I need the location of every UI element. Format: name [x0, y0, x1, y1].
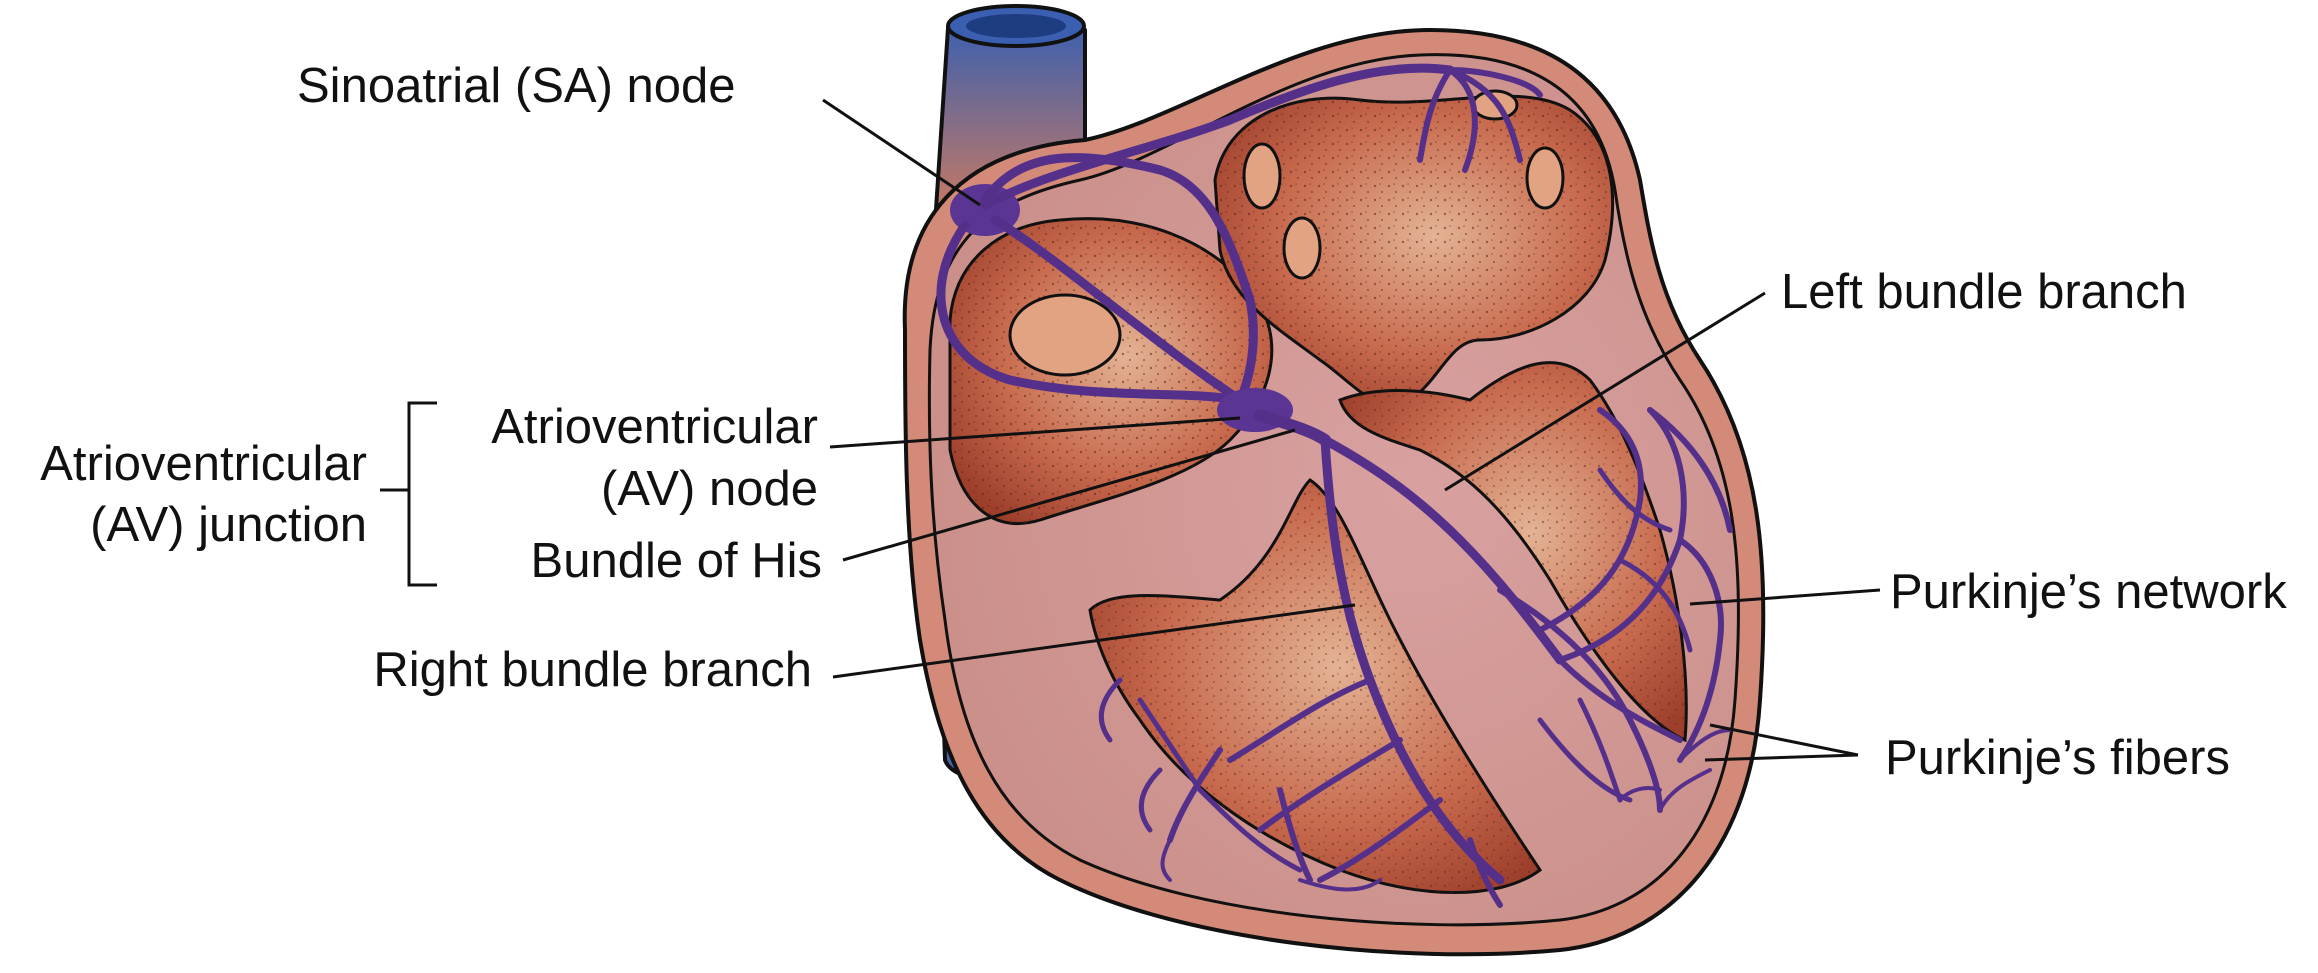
internodal-pathway-posterior	[936, 220, 1245, 405]
coronary-sinus-opening	[1008, 293, 1122, 377]
leader-lines	[380, 98, 1881, 762]
leader-sa-node	[822, 98, 981, 207]
leader-bundle-of-his	[842, 428, 1296, 562]
internodal-pathway-anterior	[980, 63, 1455, 210]
labels: Sinoatrial (SA) node Left bundle branch …	[40, 59, 2287, 785]
leader-right-bundle-branch	[832, 603, 1356, 679]
pulmonary-vein-opening-1	[1242, 142, 1282, 210]
label-av-junction-line1: Atrioventricular	[40, 437, 367, 491]
heart-body	[902, 4, 1766, 957]
label-bundle-of-his: Bundle of His	[531, 534, 822, 588]
leader-purkinje-network	[1689, 588, 1881, 606]
leader-purkinje-fibers-lower	[1704, 753, 1859, 762]
leader-purkinje-fibers-upper	[1709, 723, 1859, 757]
label-sa-node: Sinoatrial (SA) node	[297, 59, 736, 113]
purkinje-network-left	[1497, 407, 1733, 813]
internodal-pathway-middle	[990, 215, 1245, 405]
pulmonary-vein-opening-3	[1525, 146, 1565, 210]
label-right-bundle-branch: Right bundle branch	[373, 643, 812, 697]
pulmonary-vein-opening-2	[1282, 216, 1322, 280]
left-bundle-branch-fiber	[1320, 435, 1565, 665]
label-left-bundle-branch: Left bundle branch	[1781, 265, 2187, 319]
av-junction-bracket	[380, 401, 437, 587]
label-av-node-line2: (AV) node	[601, 462, 818, 516]
label-av-node-line1: Atrioventricular	[491, 400, 818, 454]
bundle-of-his-fiber	[1254, 409, 1331, 446]
label-purkinje-network: Purkinje’s network	[1890, 565, 2287, 619]
conduction-system	[936, 63, 1733, 908]
purkinje-network-right	[1098, 677, 1503, 908]
leader-av-node	[829, 416, 1241, 449]
label-av-junction-line2: (AV) junction	[90, 498, 367, 552]
purkinje-fibers	[1160, 728, 1732, 892]
bachmann-bundle	[980, 153, 1258, 405]
leader-left-bundle-branch	[1444, 291, 1766, 492]
label-purkinje-fibers: Purkinje’s fibers	[1885, 731, 2230, 785]
